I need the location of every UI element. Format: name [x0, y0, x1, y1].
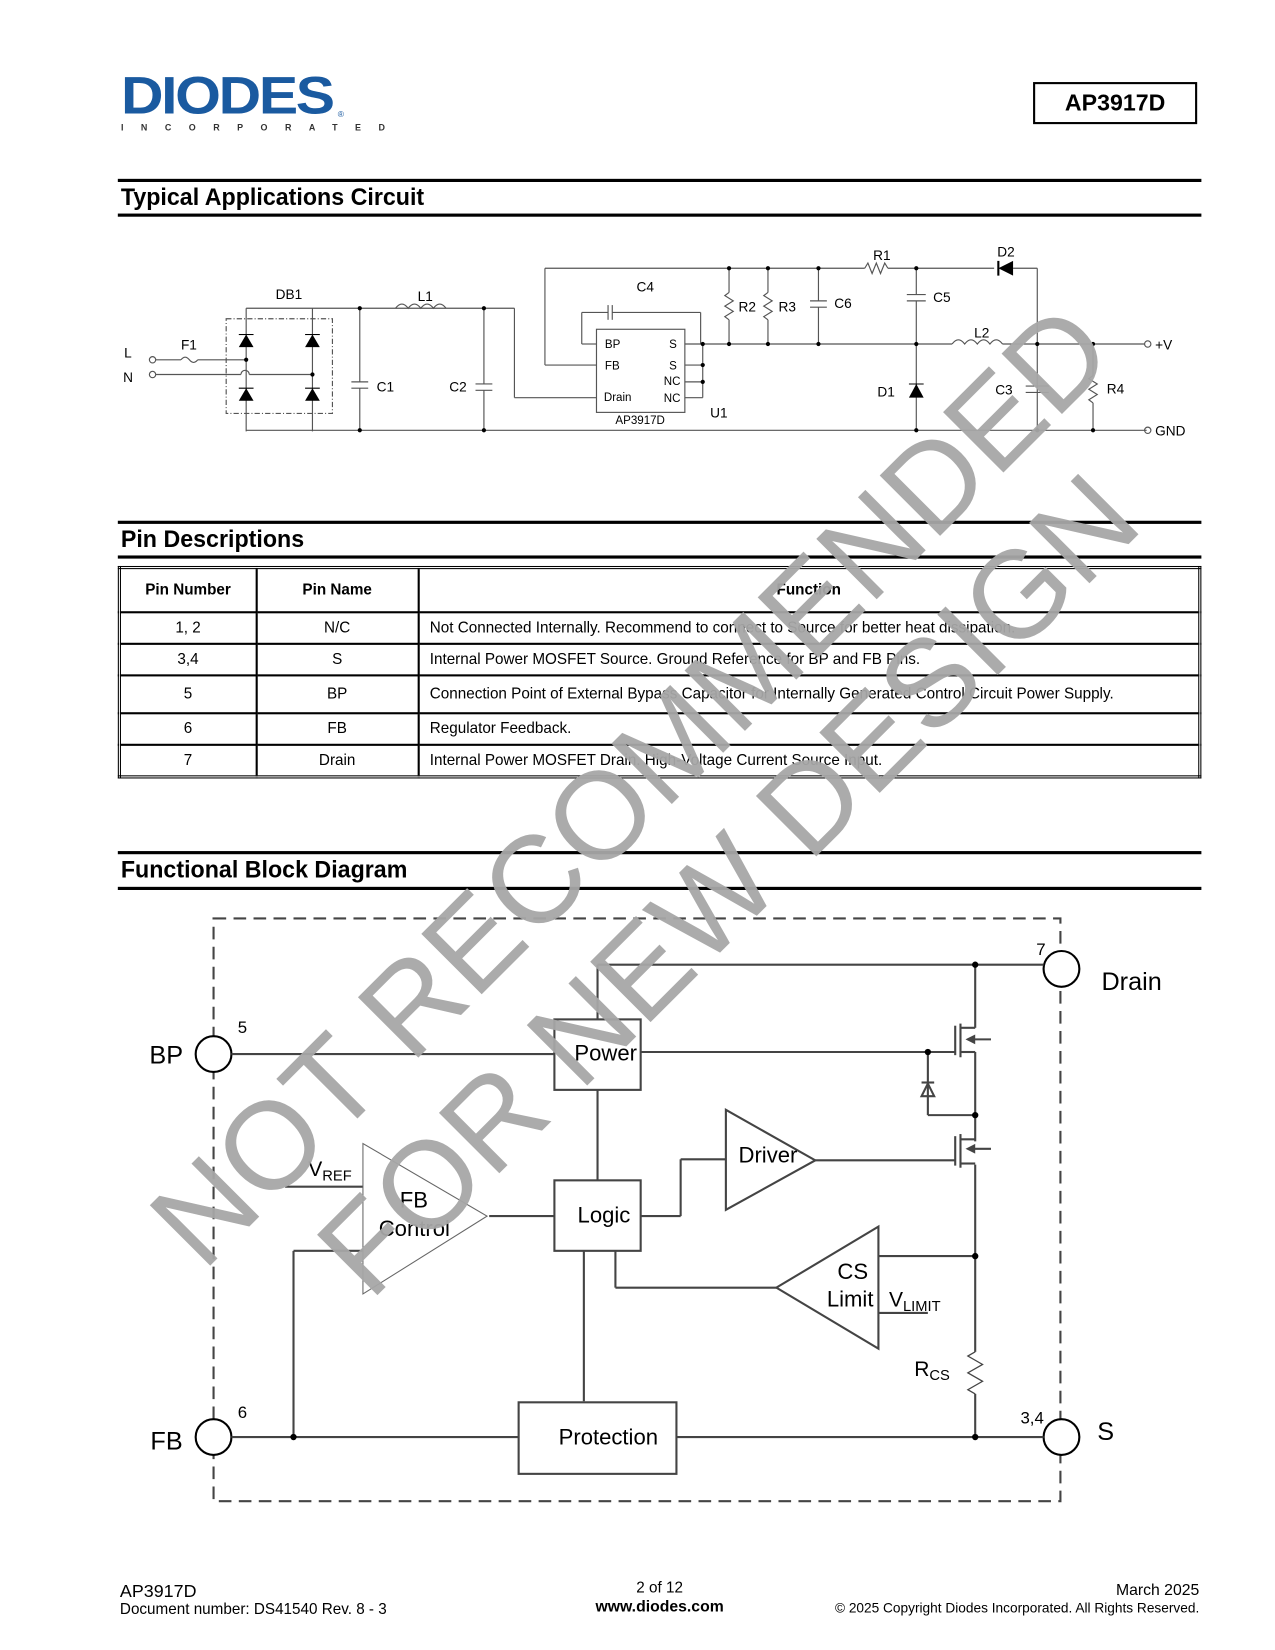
ic-name: AP3917D — [615, 415, 665, 427]
block-fb-control-line2: Control — [379, 1216, 450, 1241]
label-R1: R1 — [873, 248, 890, 263]
label-R2: R2 — [739, 299, 756, 314]
diodes-logo: DIODES INCORPORATED ® — [120, 69, 403, 135]
col-header-pin-name: Pin Name — [255, 566, 420, 614]
section-header-typical-app: Typical Applications Circuit — [117, 178, 1202, 217]
ic-pin-nc1: NC — [664, 376, 681, 388]
logo-text: DIODES — [120, 66, 335, 126]
pin-label-bp: BP — [149, 1042, 183, 1070]
pin-function: Not Connected Internally. Recommend to c… — [417, 611, 1201, 645]
footer-center: 2 of 12 www.diodes.com — [526, 1580, 793, 1617]
ic-pin-nc2: NC — [664, 393, 681, 405]
label-C3: C3 — [995, 383, 1012, 398]
pin-name: N/C — [255, 611, 420, 645]
label-C6: C6 — [834, 296, 851, 311]
label-N: N — [123, 370, 133, 385]
label-L1: L1 — [418, 289, 433, 304]
block-fb-control-line1: FB — [400, 1188, 428, 1213]
ic-pin-fb: FB — [605, 360, 620, 372]
pin-name: BP — [255, 674, 420, 715]
pin-function: Internal Power MOSFET Source. Ground Ref… — [417, 642, 1201, 677]
pin-function: Regulator Feedback. — [417, 712, 1201, 746]
label-C4: C4 — [636, 279, 654, 294]
section-header-pin-descriptions: Pin Descriptions — [117, 520, 1202, 559]
table-row: 6 FB Regulator Feedback. — [118, 712, 1201, 746]
pin-number: 3,4 — [118, 642, 258, 677]
label-U1: U1 — [710, 406, 727, 421]
pin-number: 6 — [118, 712, 258, 746]
label-C1: C1 — [377, 379, 394, 394]
label-R3: R3 — [778, 299, 795, 314]
block-cs-limit-line2: Limit — [827, 1287, 874, 1312]
footer-website-link[interactable]: www.diodes.com — [595, 1597, 724, 1616]
ic-pin-s2: S — [669, 360, 677, 372]
table-row: 5 BP Connection Point of External Bypass… — [118, 674, 1201, 715]
footer-doc-number: Document number: DS41540 Rev. 8 - 3 — [119, 1601, 387, 1618]
label-F1: F1 — [181, 337, 197, 352]
footer-copyright: © 2025 Copyright Diodes Incorporated. Al… — [834, 1600, 1200, 1616]
label-D1: D1 — [877, 385, 894, 400]
pin-number-bp: 5 — [238, 1018, 247, 1037]
label-R4: R4 — [1107, 381, 1125, 396]
pin-number: 7 — [118, 743, 258, 778]
block-power: Power — [574, 1040, 637, 1065]
part-number-box: AP3917D — [1033, 82, 1198, 125]
ic-pin-drain: Drain — [604, 392, 632, 404]
pin-function: Connection Point of External Bypass Capa… — [417, 674, 1201, 715]
section-title: Pin Descriptions — [120, 524, 305, 553]
pin-number: 1, 2 — [118, 611, 258, 645]
pin-number: 5 — [118, 674, 258, 715]
pin-function: Internal Power MOSFET Drain. High-Voltag… — [417, 743, 1201, 778]
section-title: Typical Applications Circuit — [120, 183, 425, 211]
footer-page: 2 of 12 — [636, 1580, 683, 1597]
pin-label-s: S — [1097, 1418, 1114, 1446]
pin-name: FB — [255, 712, 420, 746]
footer-part: AP3917D — [119, 1581, 197, 1602]
table-row: 3,4 S Internal Power MOSFET Source. Grou… — [118, 642, 1201, 677]
signal-vref: VREF — [308, 1158, 351, 1184]
pin-number-drain: 7 — [1036, 940, 1045, 959]
block-cs-limit-line1: CS — [837, 1259, 868, 1284]
pin-label-fb: FB — [150, 1428, 182, 1456]
label-D2: D2 — [997, 245, 1014, 260]
section-header-block-diagram: Functional Block Diagram — [117, 851, 1202, 890]
label-C2: C2 — [449, 379, 466, 394]
label-L: L — [124, 346, 132, 361]
col-header-pin-number: Pin Number — [118, 566, 258, 614]
label-L2: L2 — [974, 326, 989, 341]
label-output-positive: +V — [1155, 337, 1173, 352]
pin-number-fb: 6 — [238, 1403, 247, 1422]
table-header-row: Pin Number Pin Name Function — [118, 566, 1201, 614]
resistor-rcs: RCS — [914, 1358, 950, 1384]
typical-application-schematic: L N F1 DB1 L1 C1 C2 C4 R1 D2 R2 R3 C6 C5… — [123, 245, 1185, 439]
col-header-function: Function — [417, 566, 1201, 614]
block-driver: Driver — [739, 1142, 798, 1167]
pin-descriptions-table: Pin Number Pin Name Function 1, 2 N/C No… — [117, 565, 1202, 779]
table-row: 7 Drain Internal Power MOSFET Drain. Hig… — [118, 743, 1201, 778]
section-title: Functional Block Diagram — [120, 855, 408, 883]
ic-pin-bp: BP — [605, 339, 621, 351]
label-output-gnd: GND — [1155, 424, 1185, 439]
block-logic: Logic — [578, 1202, 631, 1227]
block-protection: Protection — [559, 1424, 658, 1449]
pin-name: Drain — [255, 743, 420, 778]
pin-name: S — [255, 642, 420, 677]
pin-label-drain: Drain — [1101, 968, 1161, 996]
label-DB1: DB1 — [276, 287, 303, 302]
table-row: 1, 2 N/C Not Connected Internally. Recom… — [118, 611, 1201, 645]
signal-vlimit: VLIMIT — [889, 1289, 941, 1315]
footer-date: March 2025 — [1115, 1581, 1200, 1600]
label-C5: C5 — [933, 290, 951, 305]
footer-left: AP3917D Document number: DS41540 Rev. 8 … — [120, 1581, 387, 1619]
ic-pin-s1: S — [669, 339, 677, 351]
part-number: AP3917D — [1064, 89, 1166, 116]
pin-number-s: 3,4 — [1020, 1408, 1043, 1427]
logo-subtext: INCORPORATED — [120, 122, 403, 133]
footer-right: March 2025 © 2025 Copyright Diodes Incor… — [778, 1581, 1199, 1617]
registered-mark: ® — [337, 109, 344, 119]
